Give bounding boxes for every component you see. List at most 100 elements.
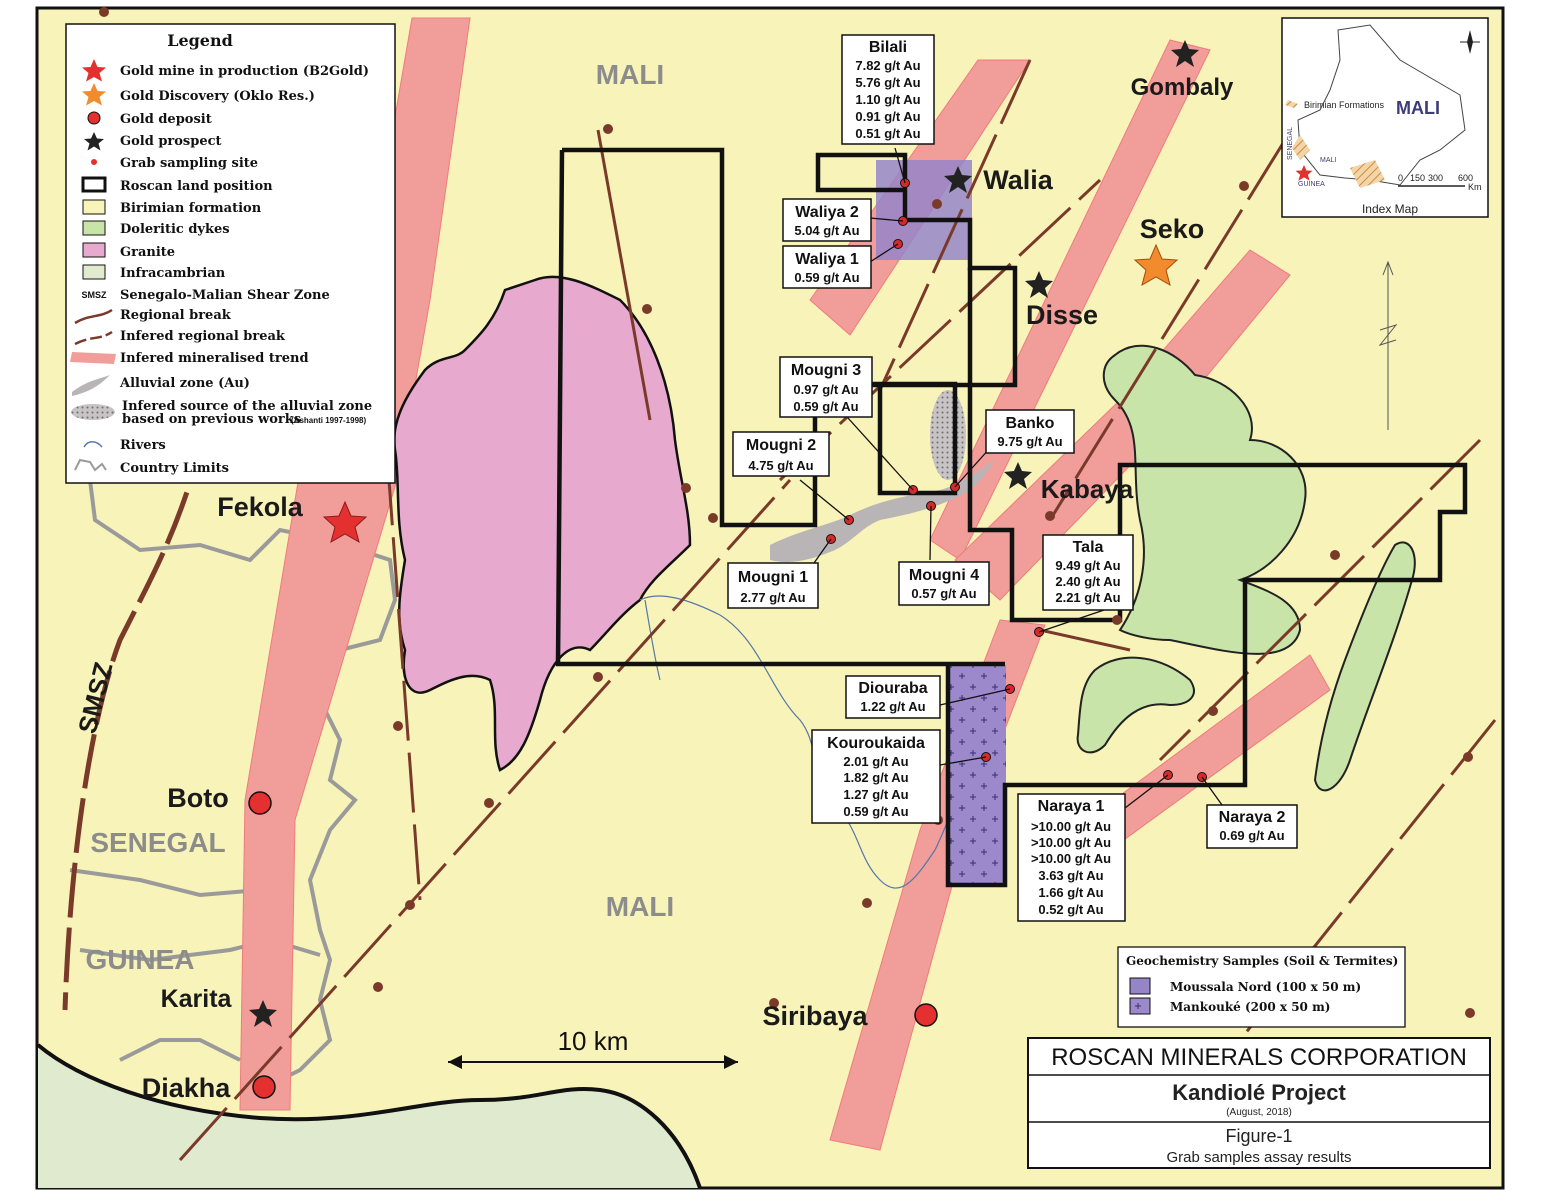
callout-value: 0.97 g/t Au <box>793 382 858 397</box>
callout-value: 1.10 g/t Au <box>855 92 920 107</box>
geochem-mankoule-swatch <box>1129 997 1151 1015</box>
legend-item: Infracambrian <box>120 266 226 281</box>
callout-value: 0.59 g/t Au <box>843 804 908 819</box>
callout-value: 7.82 g/t Au <box>855 58 920 73</box>
callout-value: 2.01 g/t Au <box>843 754 908 769</box>
doleritic-dykes <box>1076 344 1416 792</box>
callout-title-mougni1: Mougni 1 <box>738 569 808 586</box>
legend-item: Gold deposit <box>120 112 212 127</box>
legend-alluvial-source-icon <box>71 404 115 420</box>
place-label-gombaly: Gombaly <box>1131 74 1234 101</box>
callout-box-waliya2 <box>782 198 872 242</box>
index-scale-300: 300 <box>1428 173 1443 183</box>
legend-dolerite-swatch <box>82 220 106 236</box>
callout-title-tala: Tala <box>1073 539 1104 556</box>
callout-box-diouraba <box>845 675 941 719</box>
land-block-west <box>555 149 948 667</box>
index-label-mali: MALI <box>1396 98 1440 118</box>
title-caption: Grab samples assay results <box>1166 1149 1351 1166</box>
geochem-moussala-swatch <box>1129 977 1151 995</box>
callout-box-naraya2 <box>1206 804 1298 849</box>
geochem-legend: Geochemistry Samples (Soil & Termites) M… <box>1117 946 1406 1028</box>
callout-box-bilali <box>841 34 935 145</box>
callout-title-waliya2: Waliya 2 <box>795 204 859 221</box>
prospect-karita-star <box>249 1000 277 1027</box>
legend-country-limit-icon <box>74 458 107 472</box>
geochem-legend-title: Geochemistry Samples (Soil & Termites) <box>1126 954 1398 968</box>
land-block-east <box>945 268 1468 888</box>
callout-value: 9.75 g/t Au <box>997 434 1062 449</box>
river-branch <box>644 599 661 681</box>
index-project-star-icon <box>1295 165 1313 181</box>
callout-value: 5.76 g/t Au <box>855 75 920 90</box>
index-label-guinea: GUINEA <box>1298 181 1325 188</box>
callout-value: 0.59 g/t Au <box>793 399 858 414</box>
index-birimian-west <box>1292 135 1310 160</box>
legend-land-icon <box>81 176 107 193</box>
legend-item: Country Limits <box>120 461 229 476</box>
prospect-gombaly-star <box>1171 40 1199 67</box>
legend-star-red-icon <box>82 59 106 82</box>
callout-value: >10.00 g/t Au <box>1031 851 1111 866</box>
place-label-disse: Disse <box>1026 300 1098 330</box>
legend-item: Rivers <box>120 438 166 453</box>
legend-river-icon <box>83 441 103 448</box>
callout-value: 0.69 g/t Au <box>1219 828 1284 843</box>
infracambrian-area <box>38 1045 700 1188</box>
country-boundary-south <box>36 1043 702 1189</box>
index-label-birimian: Birimian Formations <box>1304 100 1385 110</box>
legend-inferred-break-icon <box>74 330 113 346</box>
prospect-walia-star <box>944 166 972 193</box>
place-label-kabaya: Kabaya <box>1041 474 1134 504</box>
north-arrow <box>1378 260 1398 430</box>
title-date: (August, 2018) <box>1226 1107 1292 1118</box>
legend-prospect-star-icon <box>84 132 104 151</box>
prospect-kabaya-star <box>1004 462 1032 489</box>
index-scale-0: 0 <box>1398 173 1403 183</box>
country-label-guinea: GUINEA <box>86 944 195 975</box>
callout-title-kouroukaida: Kouroukaida <box>827 735 925 752</box>
legend-item: Gold mine in production (B2Gold) <box>120 64 369 79</box>
callout-box-mougni3 <box>779 356 873 418</box>
callout-value: 0.52 g/t Au <box>1038 902 1103 917</box>
legend-infracambrian-swatch <box>82 264 106 280</box>
callout-title-bilali: Bilali <box>869 39 907 56</box>
country-label-mali-south: MALI <box>606 891 674 922</box>
prospect-stars <box>249 40 1199 1027</box>
legend-alluvial-icon <box>72 375 110 396</box>
index-label-mali-small: MALI <box>1320 157 1336 164</box>
country-limit-senegal-guinea <box>69 868 261 898</box>
index-map-caption: Index Map <box>1362 202 1418 216</box>
gold-deposit-boto <box>248 791 272 815</box>
index-scale-150: 150 <box>1410 173 1425 183</box>
sample-callouts: Bilali 7.82 g/t Au 5.76 g/t Au 1.10 g/t … <box>727 34 1298 922</box>
legend-ashanti-note: (Ashanti 1997-1998) <box>291 416 366 425</box>
legend-regional-break-icon <box>74 308 113 325</box>
callout-box-banko <box>985 409 1075 454</box>
index-map: MALI Birimian Formations SENEGAL MALI GU… <box>1281 17 1489 218</box>
legend-item: Alluvial zone (Au) <box>119 376 250 391</box>
legend-item: Doleritic dykes <box>120 222 230 237</box>
legend-item: Senegalo-Malian Shear Zone <box>120 288 330 303</box>
geochem-mankoule-label: Mankouké (200 x 50 m) <box>1170 1000 1330 1014</box>
place-label-walia: Walia <box>983 165 1054 195</box>
callout-title-mougni2: Mougni 2 <box>746 437 816 454</box>
legend-smsz-abbr: SMSZ <box>81 290 107 300</box>
legend-item: Gold prospect <box>120 134 222 149</box>
legend-star-orange-icon <box>82 83 106 106</box>
legend: Legend Gold mine in production (B2Gold) … <box>65 23 396 484</box>
place-label-boto: Boto <box>167 783 228 813</box>
title-block: ROSCAN MINERALS CORPORATION Kandiolé Pro… <box>1027 1037 1491 1169</box>
legend-item: Birimian formation <box>120 201 262 216</box>
index-scale-600: 600 <box>1458 173 1473 183</box>
regional-break-9 <box>1039 628 1131 652</box>
legend-item: Infered regional break <box>120 329 286 344</box>
alluvial-source-zone <box>930 390 966 480</box>
geochem-legend-box <box>1117 946 1406 1028</box>
callout-value: 1.22 g/t Au <box>860 699 925 714</box>
regional-break-1 <box>596 129 652 421</box>
legend-birimian-swatch <box>82 199 106 215</box>
gold-deposits <box>248 791 938 1099</box>
legend-item: Regional break <box>120 308 232 323</box>
